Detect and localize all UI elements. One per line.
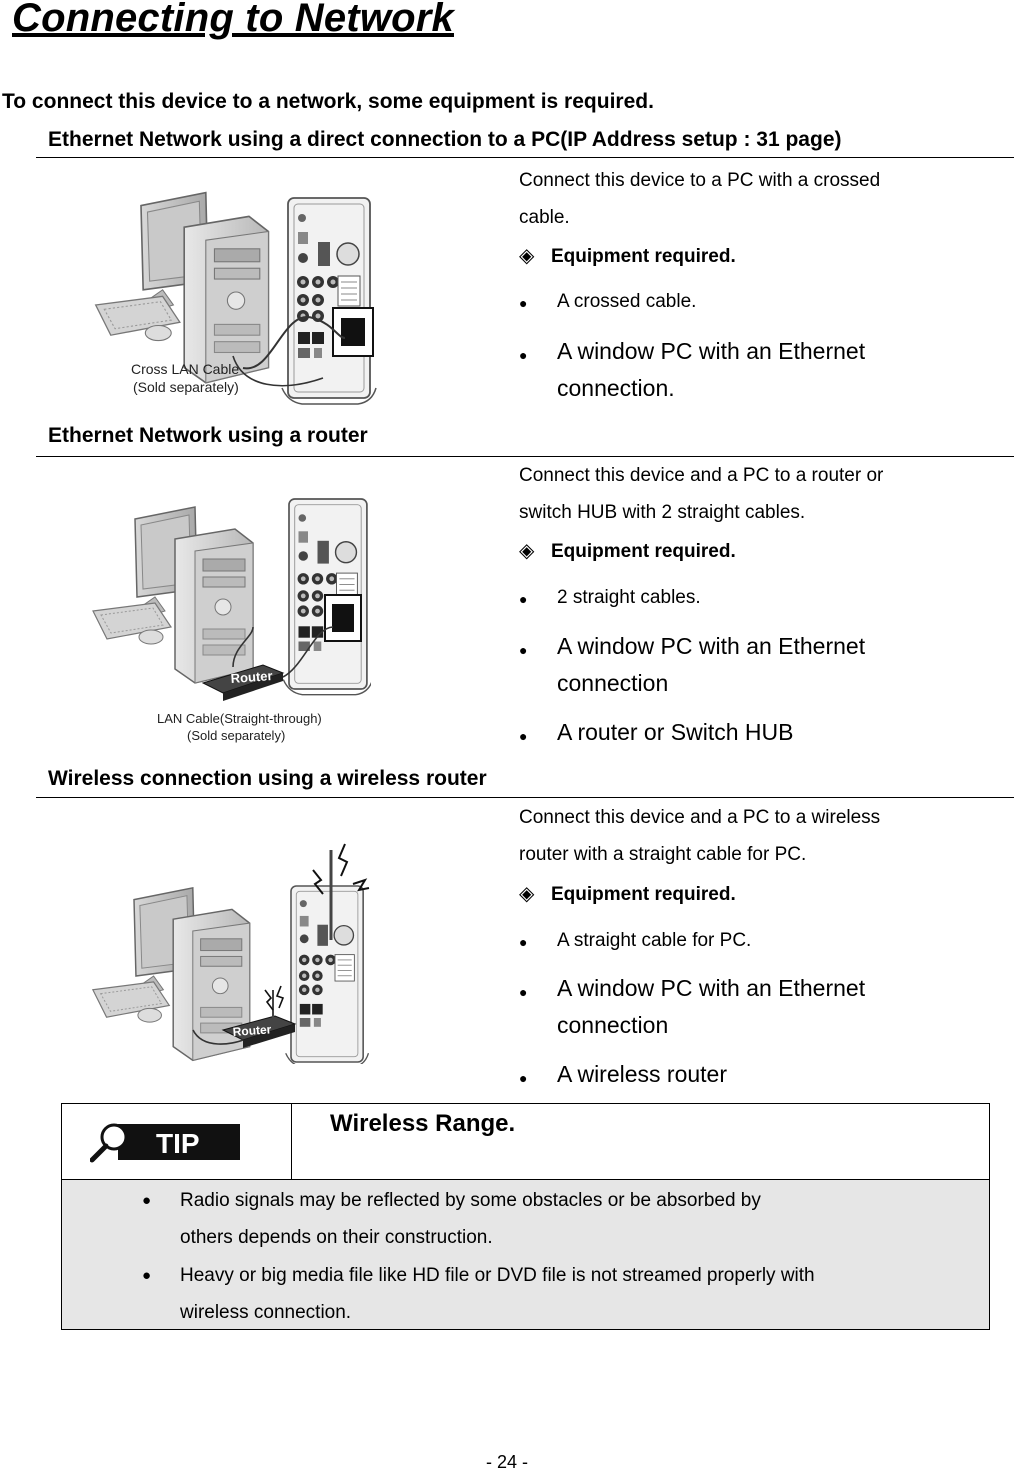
- router-label: Router: [232, 1022, 272, 1039]
- cable-label-line1: LAN Cable(Straight-through): [157, 711, 322, 726]
- tip-item-text: others depends on their construction.: [180, 1227, 493, 1248]
- direct-connection-illustration: Cross LAN Cable (Sold separately): [83, 178, 391, 416]
- bullet-icon: ●: [519, 934, 528, 950]
- router-connection-illustration: Router LAN Cable(Straight-through) (Sold…: [83, 487, 374, 751]
- tip-item-text: wireless connection.: [180, 1302, 352, 1323]
- diamond-icon: ◈: [519, 540, 535, 562]
- equipment-required-label: ◈ Equipment required.: [519, 538, 736, 563]
- section-divider: [36, 456, 1014, 457]
- equipment-label-text: Equipment required.: [551, 884, 736, 905]
- description-line: router with a straight cable for PC.: [519, 844, 807, 865]
- cable-label-line2: (Sold separately): [187, 728, 285, 743]
- equipment-item-text: connection.: [557, 375, 675, 401]
- equipment-item-text: A crossed cable.: [557, 291, 697, 312]
- bullet-icon: ●: [519, 984, 528, 1000]
- description-line: switch HUB with 2 straight cables.: [519, 502, 806, 523]
- section-heading-direct: Ethernet Network using a direct connecti…: [48, 128, 842, 151]
- bullet-icon: ●: [519, 591, 528, 607]
- diamond-icon: ◈: [519, 883, 535, 905]
- equipment-item-text: A window PC with an Ethernet: [557, 338, 866, 364]
- tip-item: ● Radio signals may be reflected by some…: [142, 1182, 761, 1256]
- page-title: Connecting to Network: [12, 0, 454, 40]
- equipment-required-label: ◈ Equipment required.: [519, 881, 736, 906]
- bullet-icon: ●: [519, 295, 528, 311]
- router-label: Router: [230, 668, 273, 686]
- wireless-connection-illustration: Router: [83, 840, 371, 1069]
- tip-box: TIP Wireless Range. ● Radio signals may …: [61, 1103, 990, 1330]
- section-heading-wireless: Wireless connection using a wireless rou…: [48, 767, 487, 790]
- equipment-item-text: A router or Switch HUB: [557, 719, 794, 745]
- bullet-icon: ●: [142, 1192, 152, 1209]
- tip-item: ● Heavy or big media file like HD file o…: [142, 1257, 815, 1331]
- magnifier-icon: [100, 1123, 128, 1151]
- description-line: Connect this device and a PC to a wirele…: [519, 807, 881, 828]
- tip-title: Wireless Range.: [330, 1110, 516, 1137]
- intro-text: To connect this device to a network, som…: [2, 90, 654, 113]
- equipment-item-text: A straight cable for PC.: [557, 930, 752, 951]
- cable-label-line1: Cross LAN Cable: [131, 361, 239, 377]
- equipment-label-text: Equipment required.: [551, 541, 736, 562]
- tip-divider: [291, 1104, 292, 1180]
- bullet-icon: ●: [519, 728, 528, 744]
- equipment-item-text: 2 straight cables.: [557, 587, 701, 608]
- equipment-required-label: ◈ Equipment required.: [519, 243, 736, 268]
- description-line: Connect this device to a PC with a cross…: [519, 170, 881, 191]
- tip-body: ● Radio signals may be reflected by some…: [62, 1180, 989, 1329]
- section-description: Connect this device to a PC with a cross…: [519, 162, 880, 236]
- section-divider: [36, 797, 1014, 798]
- tip-badge: TIP: [89, 1120, 242, 1164]
- section-description: Connect this device and a PC to a wirele…: [519, 799, 880, 873]
- description-line: cable.: [519, 207, 570, 228]
- equipment-item-text: connection: [557, 1012, 669, 1038]
- bullet-icon: ●: [142, 1267, 152, 1284]
- cable-label-line2: (Sold separately): [133, 379, 239, 395]
- bullet-icon: ●: [519, 1070, 528, 1086]
- equipment-item-text: connection: [557, 670, 669, 696]
- section-description: Connect this device and a PC to a router…: [519, 457, 883, 531]
- tip-item-text: Heavy or big media file like HD file or …: [180, 1265, 815, 1286]
- tip-header: TIP Wireless Range.: [62, 1104, 989, 1180]
- bullet-icon: ●: [519, 347, 528, 363]
- equipment-item-text: A window PC with an Ethernet: [557, 633, 866, 659]
- tip-item-text: Radio signals may be reflected by some o…: [180, 1190, 761, 1211]
- equipment-item-text: A window PC with an Ethernet: [557, 975, 866, 1001]
- equipment-label-text: Equipment required.: [551, 246, 736, 267]
- section-heading-router: Ethernet Network using a router: [48, 424, 368, 447]
- bullet-icon: ●: [519, 642, 528, 658]
- diamond-icon: ◈: [519, 245, 535, 267]
- tip-badge-text: TIP: [156, 1128, 200, 1159]
- description-line: Connect this device and a PC to a router…: [519, 465, 884, 486]
- section-divider: [36, 157, 1014, 158]
- page-number: - 24 -: [485, 1452, 528, 1472]
- equipment-item-text: A wireless router: [557, 1061, 728, 1087]
